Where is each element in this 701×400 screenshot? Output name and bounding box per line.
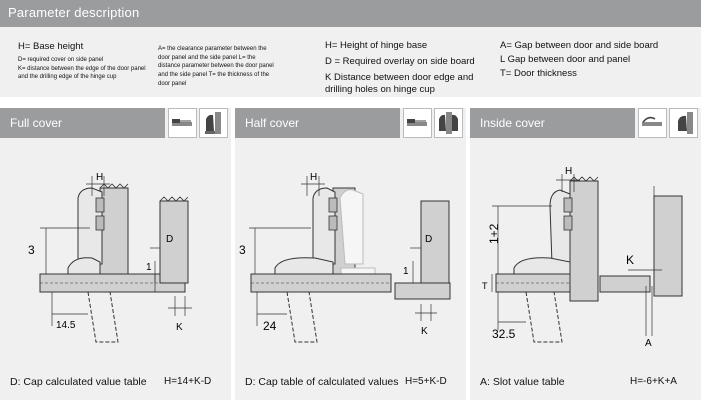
dim-d-label: D [425,234,432,245]
dim-k-label: K [421,326,428,337]
param-text: D = Required overlay on side board [325,55,475,67]
hinge-side-thumbnail [168,108,197,138]
hinge-side-thumbnail [638,108,667,138]
footer-formula: H=-6+K+A [630,376,677,387]
panel-title: Half cover [245,116,300,130]
dim-vertical-label: 3 [239,243,246,257]
dim-h-label: H [565,166,572,177]
panel-header: Full cover [0,108,165,138]
hinge-side-thumbnail [403,108,432,138]
dim-k-label: K [176,322,183,333]
footer-formula: H=5+K-D [405,376,447,387]
param-text: H= Base height [18,41,84,52]
dim-horizontal-label: 32.5 [492,327,516,341]
dim-h-label: H [96,172,103,183]
inside-cover-diagram: H 1+2 T 32.5 K A [482,166,683,349]
hinge-front-thumbnail [199,108,228,138]
param-col-3: H= Height of hinge base D = Required ove… [325,40,485,96]
panel-title: Inside cover [480,116,545,130]
dim-horizontal-label: 14.5 [56,320,76,331]
param-text: A= the clearance parameter between the d… [158,46,274,87]
header-bar: Parameter description [0,0,701,27]
param-col-2: A= the clearance parameter between the d… [158,45,278,88]
dim-t-label: T [482,281,488,291]
footer-label: D: Cap table of calculated values [245,376,399,388]
param-text: D= required cover on side panel [18,56,104,63]
panel-inside-cover: Inside cover H 1+2 T [470,108,701,400]
param-text: L Gap between door and panel [500,53,631,65]
param-text: H= Height of hinge base [325,40,428,51]
half-cover-diagram: H 3 24 D 1 K [239,172,451,343]
thumbnails [168,108,228,138]
param-text: T= Door thickness [500,67,577,79]
param-text: A= Gap between door and side board [500,40,659,51]
dim-horizontal-label: 24 [263,319,277,333]
panel-title: Full cover [10,116,63,130]
thumbnails [403,108,463,138]
param-col-1: H= Base height D= required cover on side… [18,41,148,82]
thumbnails [638,108,698,138]
dim-vertical-label: 3 [28,243,35,257]
divider [0,97,701,108]
param-text: K Distance between door edge and drillin… [325,71,474,95]
dim-vertical-label: 1+2 [487,223,501,244]
dim-h-label: H [310,172,317,183]
panel-header: Inside cover [470,108,635,138]
panel-full-cover: Full cover [0,108,231,400]
panel-half-cover: Half cover H 3 [235,108,466,400]
footer-label: A: Slot value table [480,376,565,388]
footer-label: D: Cap calculated value table [10,376,147,388]
full-cover-diagram: H 3 14.5 D 1 K [28,172,192,343]
param-col-4: A= Gap between door and side board L Gap… [500,40,690,80]
dim-one-label: 1 [146,262,152,273]
dim-a-label: A [645,338,652,349]
dim-one-label: 1 [403,266,409,277]
panel-header: Half cover [235,108,400,138]
dim-k-label: K [626,253,634,267]
footer-formula: H=14+K-D [164,376,212,387]
header-title: Parameter description [8,5,140,20]
dim-d-label: D [166,234,173,245]
hinge-front-thumbnail [434,108,463,138]
hinge-front-thumbnail [669,108,698,138]
param-text: K= distance between the edge of the door… [18,65,146,81]
parameter-description: H= Base height D= required cover on side… [0,27,701,97]
